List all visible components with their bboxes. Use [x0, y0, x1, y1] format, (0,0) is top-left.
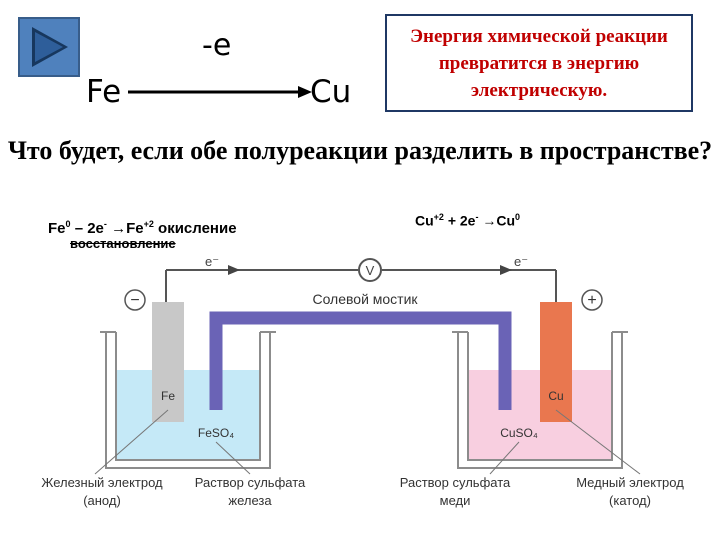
leader-iron-electrode	[94, 409, 169, 475]
iron-solution-label: FeSO₄	[198, 426, 234, 440]
copper-solution-label: CuSO₄	[500, 426, 538, 440]
reaction-arrow	[128, 86, 312, 98]
caption-copper-electrode: Медный электрод	[576, 475, 684, 490]
leader-copper-solution	[489, 441, 520, 475]
electron-arrow-left	[228, 265, 240, 275]
iron-sulfate-solution	[116, 370, 260, 460]
play-button[interactable]	[18, 17, 80, 77]
caption-iron-solution-name: железа	[228, 493, 272, 508]
copper-half-reaction: Cu+2 + 2e- →Cu0	[415, 212, 521, 229]
electron-label-right: e⁻	[514, 254, 528, 269]
plus-sign: +	[587, 292, 596, 309]
minus-sign: −	[130, 292, 139, 309]
plus-terminal	[581, 289, 603, 311]
electron-transfer-label: -e	[202, 28, 232, 63]
iron-electrode-label: Fe	[161, 389, 175, 403]
play-icon	[32, 27, 68, 67]
caption-copper-solution: Раствор сульфата	[400, 475, 511, 490]
energy-note-box: Энергия химической реакции превратится в…	[385, 14, 693, 112]
voltmeter-label: V	[366, 263, 375, 278]
iron-half-reaction: Fe0 – 2e- →Fe+2 окисление	[48, 219, 237, 237]
leader-iron-solution	[215, 441, 251, 475]
caption-iron-electrode-role: (анод)	[83, 493, 121, 508]
energy-note-text: Энергия химической реакции превратится в…	[410, 26, 668, 101]
galvanic-cell-diagram: e⁻ e⁻ V Солевой мостик − + Fe FeSO₄ Cu C…	[41, 254, 684, 508]
caption-iron-solution: Раствор сульфата	[195, 475, 306, 490]
caption-copper-electrode-role: (катод)	[609, 493, 651, 508]
copper-electrode	[540, 302, 572, 422]
electron-label-left: e⁻	[205, 254, 219, 269]
right-beaker	[457, 332, 623, 469]
iron-electrode	[152, 302, 184, 422]
salt-bridge-label: Солевой мостик	[312, 291, 418, 307]
caption-copper-solution-name: меди	[440, 493, 471, 508]
caption-iron-electrode: Железный электрод	[41, 475, 163, 490]
question-heading: Что будет, если обе полуреакции разделит…	[7, 136, 713, 165]
left-beaker	[105, 332, 271, 469]
copper-electrode-label: Cu	[548, 389, 563, 403]
iron-symbol: Fe	[86, 74, 122, 110]
electron-arrow-right	[500, 265, 512, 275]
salt-bridge	[209, 311, 512, 410]
copper-symbol: Cu	[310, 74, 352, 110]
struck-reduction-word: восстановление	[70, 236, 176, 251]
voltmeter	[358, 258, 382, 282]
minus-terminal	[124, 289, 146, 311]
leader-copper-electrode	[555, 409, 641, 475]
